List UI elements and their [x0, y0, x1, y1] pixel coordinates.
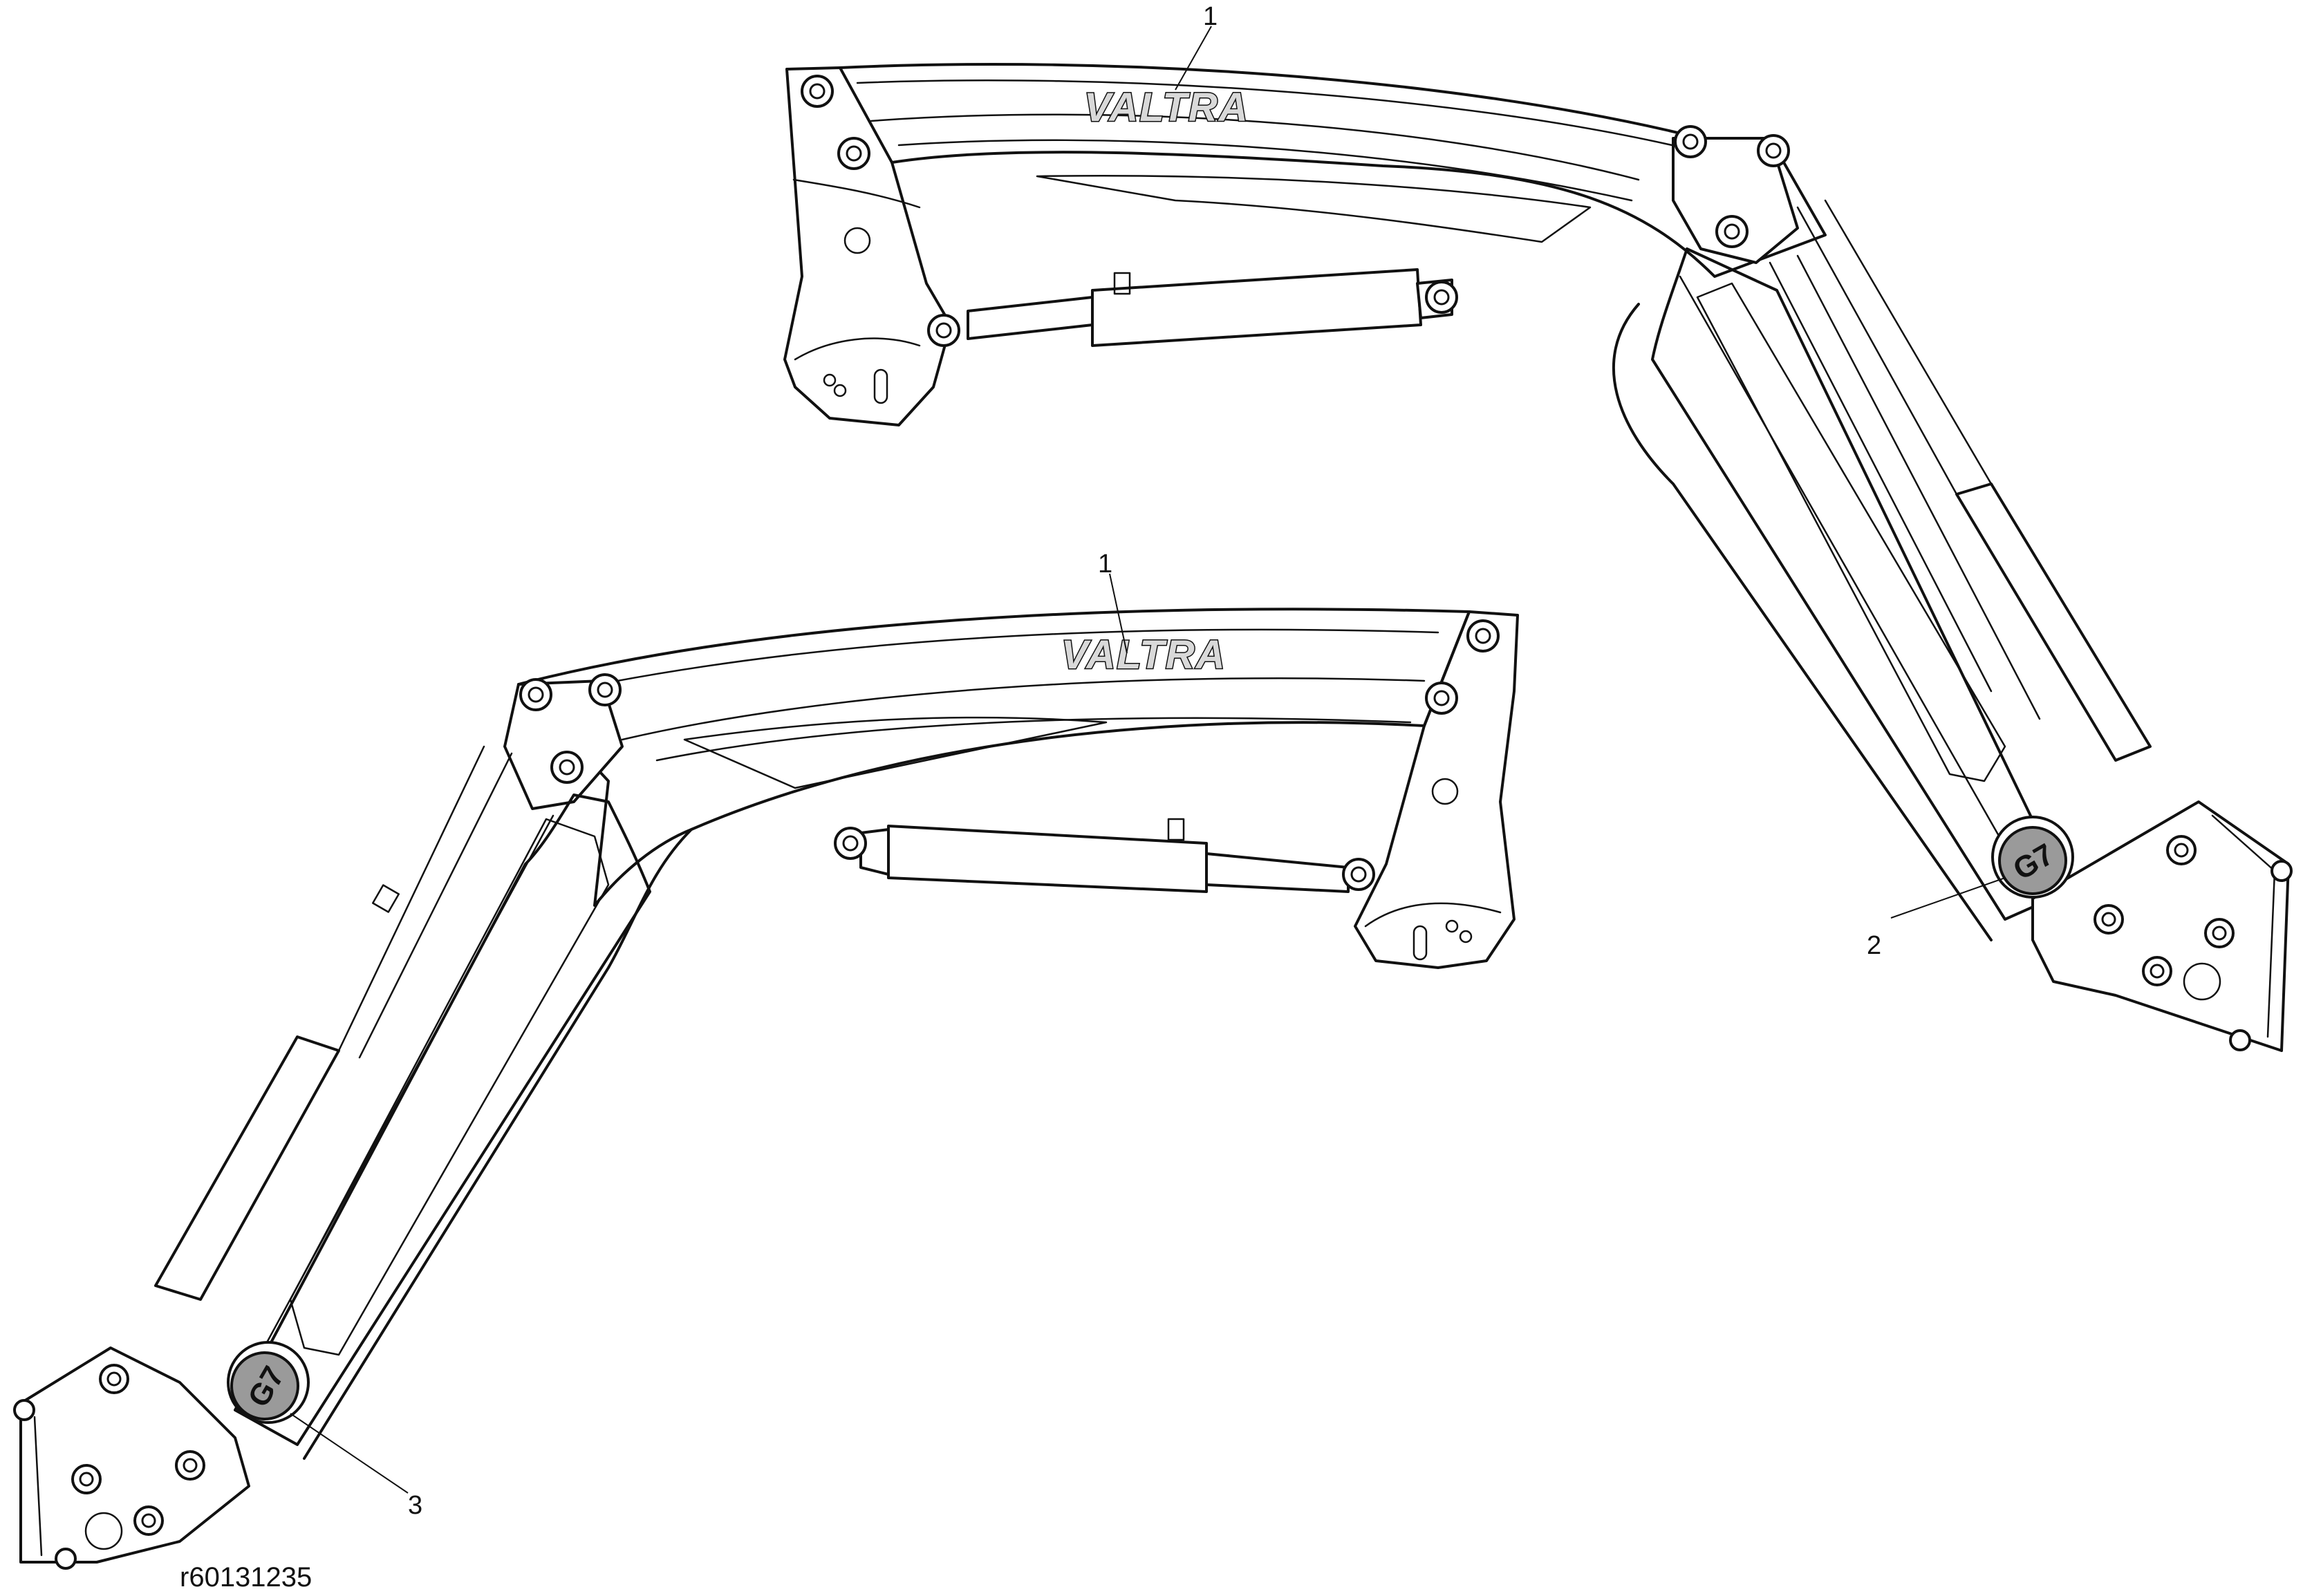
top-lower-arm [1651, 247, 2069, 921]
bottom-lift-cylinder [859, 818, 1350, 893]
bottom-g7-badge: G7 [227, 1341, 310, 1424]
callout-leader-2 [1890, 877, 2006, 919]
top-loader-arm: G7 VALTRA [783, 63, 2293, 1052]
bottom-valtra-decal: VALTRA [1061, 632, 1227, 679]
document-id: r60131235 [180, 1562, 312, 1593]
top-lift-cylinder [967, 268, 1453, 347]
bottom-lower-arm [234, 794, 651, 1446]
bottom-mount-bracket [1354, 610, 1519, 969]
top-logo-text: VALTRA [1084, 85, 1249, 130]
callout-leader-bottom-1 [1109, 573, 1128, 654]
top-pivot-pins [801, 75, 1790, 347]
bottom-tilt-cylinder [154, 1035, 340, 1301]
top-g7-badge: G7 [1991, 816, 2074, 899]
callout-2: 2 [1867, 931, 1881, 960]
bottom-upper-beam [517, 608, 1471, 907]
top-upper-beam [839, 63, 1827, 278]
bottom-logo-text: VALTRA [1061, 632, 1227, 677]
callouts: 1 1 2 3 [290, 2, 2006, 1520]
top-tilt-cylinder [1955, 482, 2152, 762]
bottom-loader-arm: G7 VALTRA [13, 608, 1519, 1570]
top-tool-carrier [2031, 800, 2290, 1052]
bottom-pivot-pins [519, 619, 1500, 891]
callout-leader-3 [290, 1413, 409, 1494]
callout-top-1: 1 [1203, 2, 1218, 31]
callout-3: 3 [408, 1491, 422, 1520]
top-valtra-decal: VALTRA [1083, 84, 1249, 131]
bottom-tool-carrier [19, 1346, 250, 1564]
callout-bottom-1: 1 [1098, 550, 1112, 579]
callout-leader-top-1 [1175, 26, 1212, 91]
